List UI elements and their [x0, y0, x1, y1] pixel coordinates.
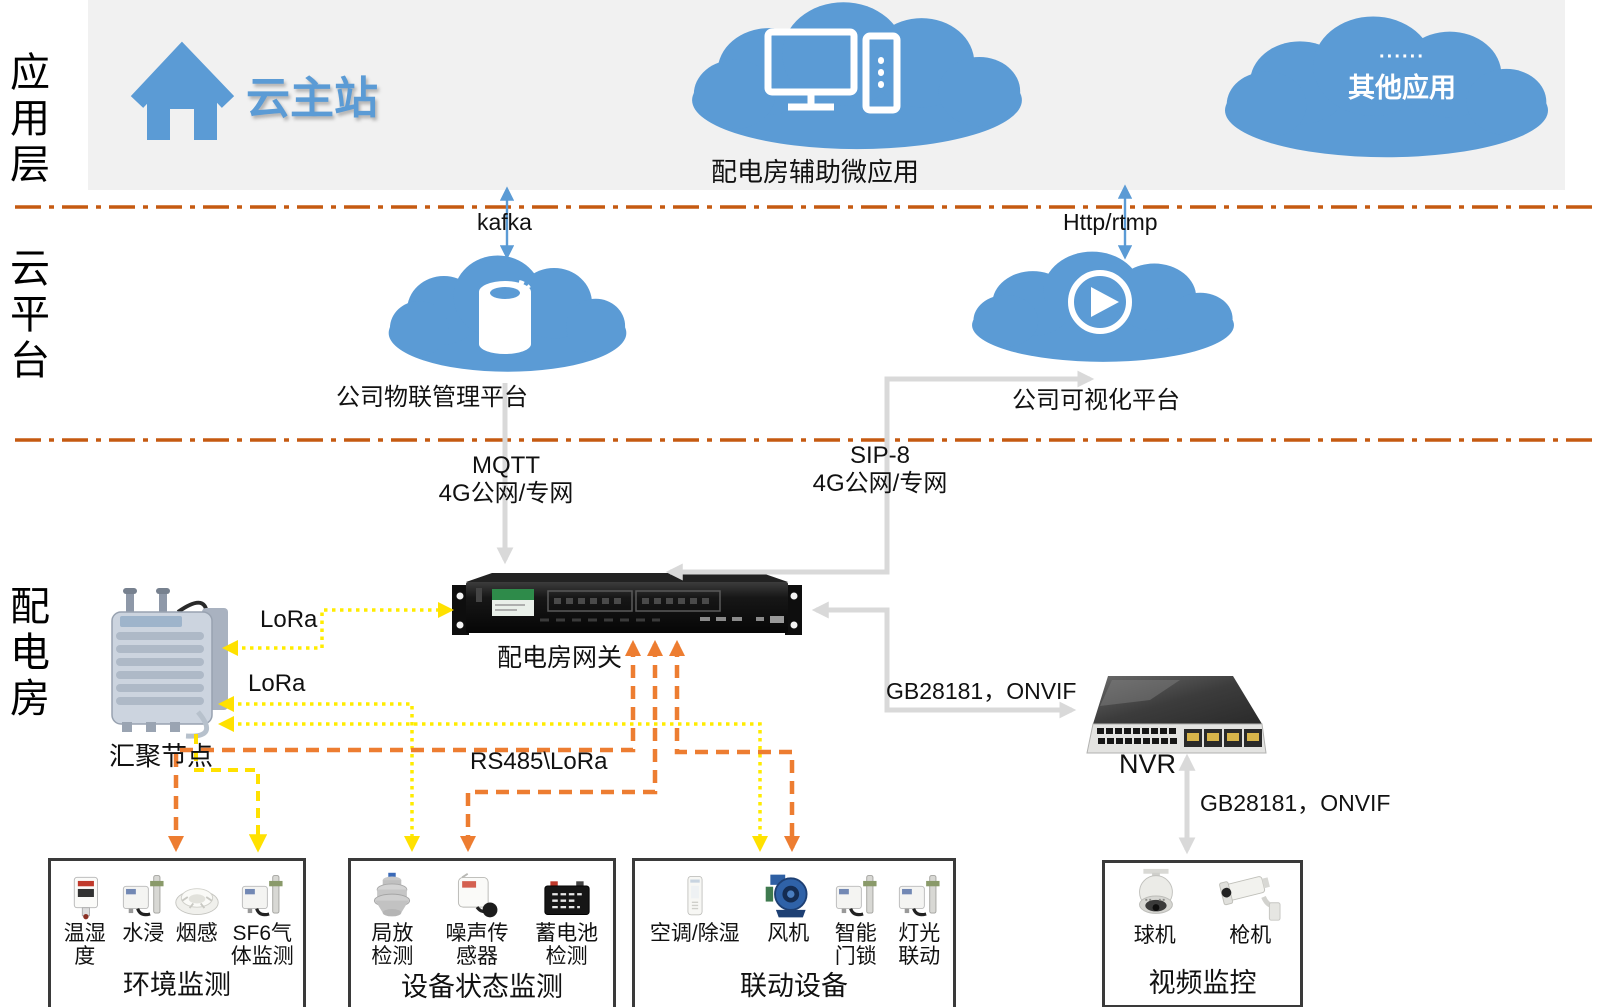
list-item: 温湿度: [54, 869, 116, 968]
smart-lock-icon: [831, 869, 881, 921]
linkage-group-box: 空调/除湿 风机 智能门锁 灯光联动 联动设备: [632, 858, 956, 1007]
layer-label-distribution-room: 配电房: [10, 585, 50, 721]
linkage-group-title: 联动设备: [740, 971, 848, 1001]
sip-network-label: 4G公网/专网: [812, 470, 948, 497]
video-group-title: 视频监控: [1148, 968, 1257, 998]
fan-icon: [762, 869, 814, 921]
mqtt-link-label: MQTT 4G公网/专网: [420, 452, 592, 508]
linkage-node-lora-link: [217, 715, 769, 853]
gateway-environment-rs485-link: [167, 639, 642, 853]
list-item: 球机: [1120, 868, 1190, 947]
noise-sensor-icon: [451, 869, 503, 921]
database-icon: [479, 280, 531, 354]
gateway-device: [452, 573, 802, 635]
list-item: SF6气体监测: [224, 869, 300, 968]
mqtt-protocol-label: MQTT: [472, 452, 540, 479]
list-item: 灯光联动: [891, 869, 947, 968]
sip-protocol-label: SIP-8: [849, 442, 911, 469]
lora-upper-label: LoRa: [260, 606, 318, 633]
nvr-label: NVR: [1119, 749, 1177, 779]
linkage-items: 空调/除湿 风机 智能门锁 灯光联动: [637, 869, 951, 968]
equipment-status-group-box: 局放检测 噪声传感器 蓄电池检测 设备状态监测: [348, 858, 616, 1007]
http-rtmp-label: Http/rtmp: [1063, 209, 1158, 235]
list-item: 水浸: [117, 869, 169, 945]
gateway-label: 配电房网关: [497, 644, 623, 672]
environment-group-title: 环境监测: [123, 970, 231, 1000]
temp-humidity-sensor-icon: [60, 869, 110, 921]
gateway-nvr-link-arrow: [811, 601, 1077, 719]
list-item: 空调/除湿: [641, 869, 749, 945]
visual-platform-label: 公司可视化平台: [1012, 387, 1180, 414]
layer-label-application: 应用层: [10, 51, 50, 187]
lighting-linkage-icon: [894, 869, 944, 921]
battery-icon: [540, 869, 594, 921]
micro-app-label: 配电房辅助微应用: [710, 157, 919, 187]
aggregation-node-label: 汇聚节点: [109, 741, 214, 771]
dome-camera-icon: [1126, 868, 1184, 923]
iot-platform-label: 公司物联管理平台: [336, 384, 528, 411]
equipment-status-group-title: 设备状态监测: [401, 972, 563, 1002]
list-item: 风机: [756, 869, 820, 945]
kafka-label: kafka: [477, 209, 532, 235]
gateway-linkage-rs485-link: [668, 639, 801, 853]
home-icon: [130, 41, 235, 140]
environment-group-box: 温湿度 水浸 烟感 SF6气体监测 环境监测: [48, 858, 306, 1007]
video-items: 球机 枪机: [1107, 868, 1298, 947]
gb28181-camera-label: GB28181，ONVIF: [1200, 790, 1391, 816]
aggregation-node-device: [111, 588, 228, 739]
layer-label-cloud-platform: 云平台: [10, 247, 50, 383]
other-apps-label: 其他应用: [1348, 73, 1456, 103]
rs485-lora-label: RS485\LoRa: [470, 748, 608, 775]
air-conditioner-icon: [673, 869, 717, 921]
partial-discharge-sensor-icon: [366, 869, 418, 921]
nvr-device: [1086, 676, 1267, 754]
list-item: 蓄电池检测: [532, 869, 602, 968]
other-apps-dots: ······: [1379, 46, 1425, 68]
equipment-status-items: 局放检测 噪声传感器 蓄电池检测: [353, 869, 611, 968]
computer-icon: [764, 28, 901, 114]
play-icon: [1068, 270, 1132, 334]
environment-items: 温湿度 水浸 烟感 SF6气体监测: [53, 869, 301, 968]
list-item: 智能门锁: [828, 869, 884, 968]
water-sensor-icon: [118, 869, 168, 921]
list-item: 枪机: [1215, 871, 1285, 947]
smoke-detector-icon: [171, 869, 223, 921]
gateway-status-rs485-link: [459, 639, 664, 853]
sf6-gas-sensor-icon: [237, 869, 287, 921]
cloud-master-label: 云主站: [246, 74, 378, 123]
list-item: 局放检测: [362, 869, 422, 968]
mqtt-network-label: 4G公网/专网: [438, 480, 574, 507]
sip-link-label: SIP-8 4G公网/专网: [800, 442, 960, 498]
sip-link-arrow: [665, 370, 1095, 581]
gb28181-gateway-label: GB28181，ONVIF: [886, 678, 1077, 704]
video-group-box: 球机 枪机 视频监控: [1102, 860, 1303, 1007]
list-item: 烟感: [171, 869, 223, 945]
lora-lower-label: LoRa: [248, 670, 306, 697]
list-item: 噪声传感器: [441, 869, 513, 968]
bullet-camera-icon: [1219, 871, 1281, 923]
